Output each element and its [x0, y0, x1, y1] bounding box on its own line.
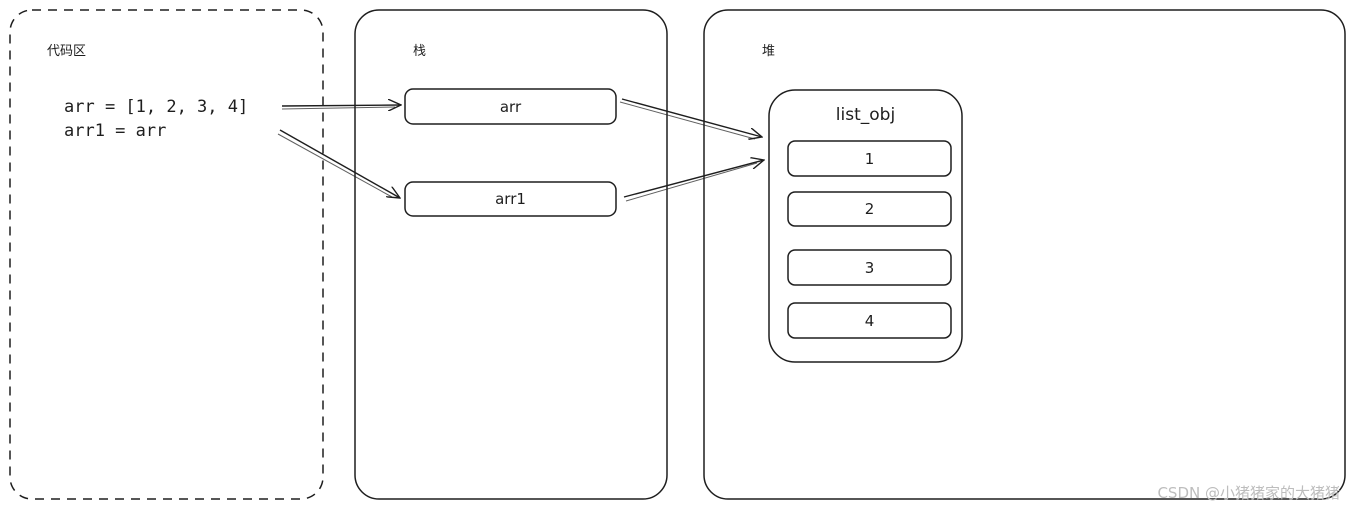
stack-region-box [354, 9, 668, 500]
list-obj-box [768, 89, 963, 363]
arrow-arr-to-list-obj [621, 98, 762, 137]
heap-region-box [703, 9, 1346, 500]
list-element-box-2 [787, 191, 952, 227]
list-element-1: 1 [864, 149, 875, 168]
stack-var-box-arr1 [404, 181, 617, 217]
list-element-box-4 [787, 302, 952, 339]
stack-var-arr: arr [499, 97, 522, 116]
code-area-label: 代码区 [47, 44, 87, 59]
arrow-arr1-to-list-obj [623, 160, 764, 198]
code-line-1: arr = [1, 2, 3, 4] [64, 97, 249, 117]
watermark: CSDN @小猪猪家的大猪猪 [1157, 484, 1340, 502]
list-element-2: 2 [864, 200, 875, 218]
code-area-box [9, 9, 324, 500]
list-element-box-1 [787, 140, 952, 177]
list-element-3: 3 [864, 258, 875, 277]
stack-var-box-arr [404, 88, 617, 125]
list-element-box-3 [787, 249, 952, 286]
stack-label: 栈 [413, 44, 427, 59]
arrow-code-to-arr [281, 105, 401, 106]
code-block: arr = [1, 2, 3, 4] arr1 = arr [64, 95, 248, 143]
list-obj-title: list_obj [835, 105, 896, 125]
heap-label: 堆 [762, 44, 776, 59]
arrow-code-to-arr1 [279, 129, 400, 198]
list-element-4: 4 [864, 311, 875, 330]
code-line-2: arr1 = arr [64, 121, 167, 141]
stack-var-arr1: arr1 [495, 190, 526, 208]
